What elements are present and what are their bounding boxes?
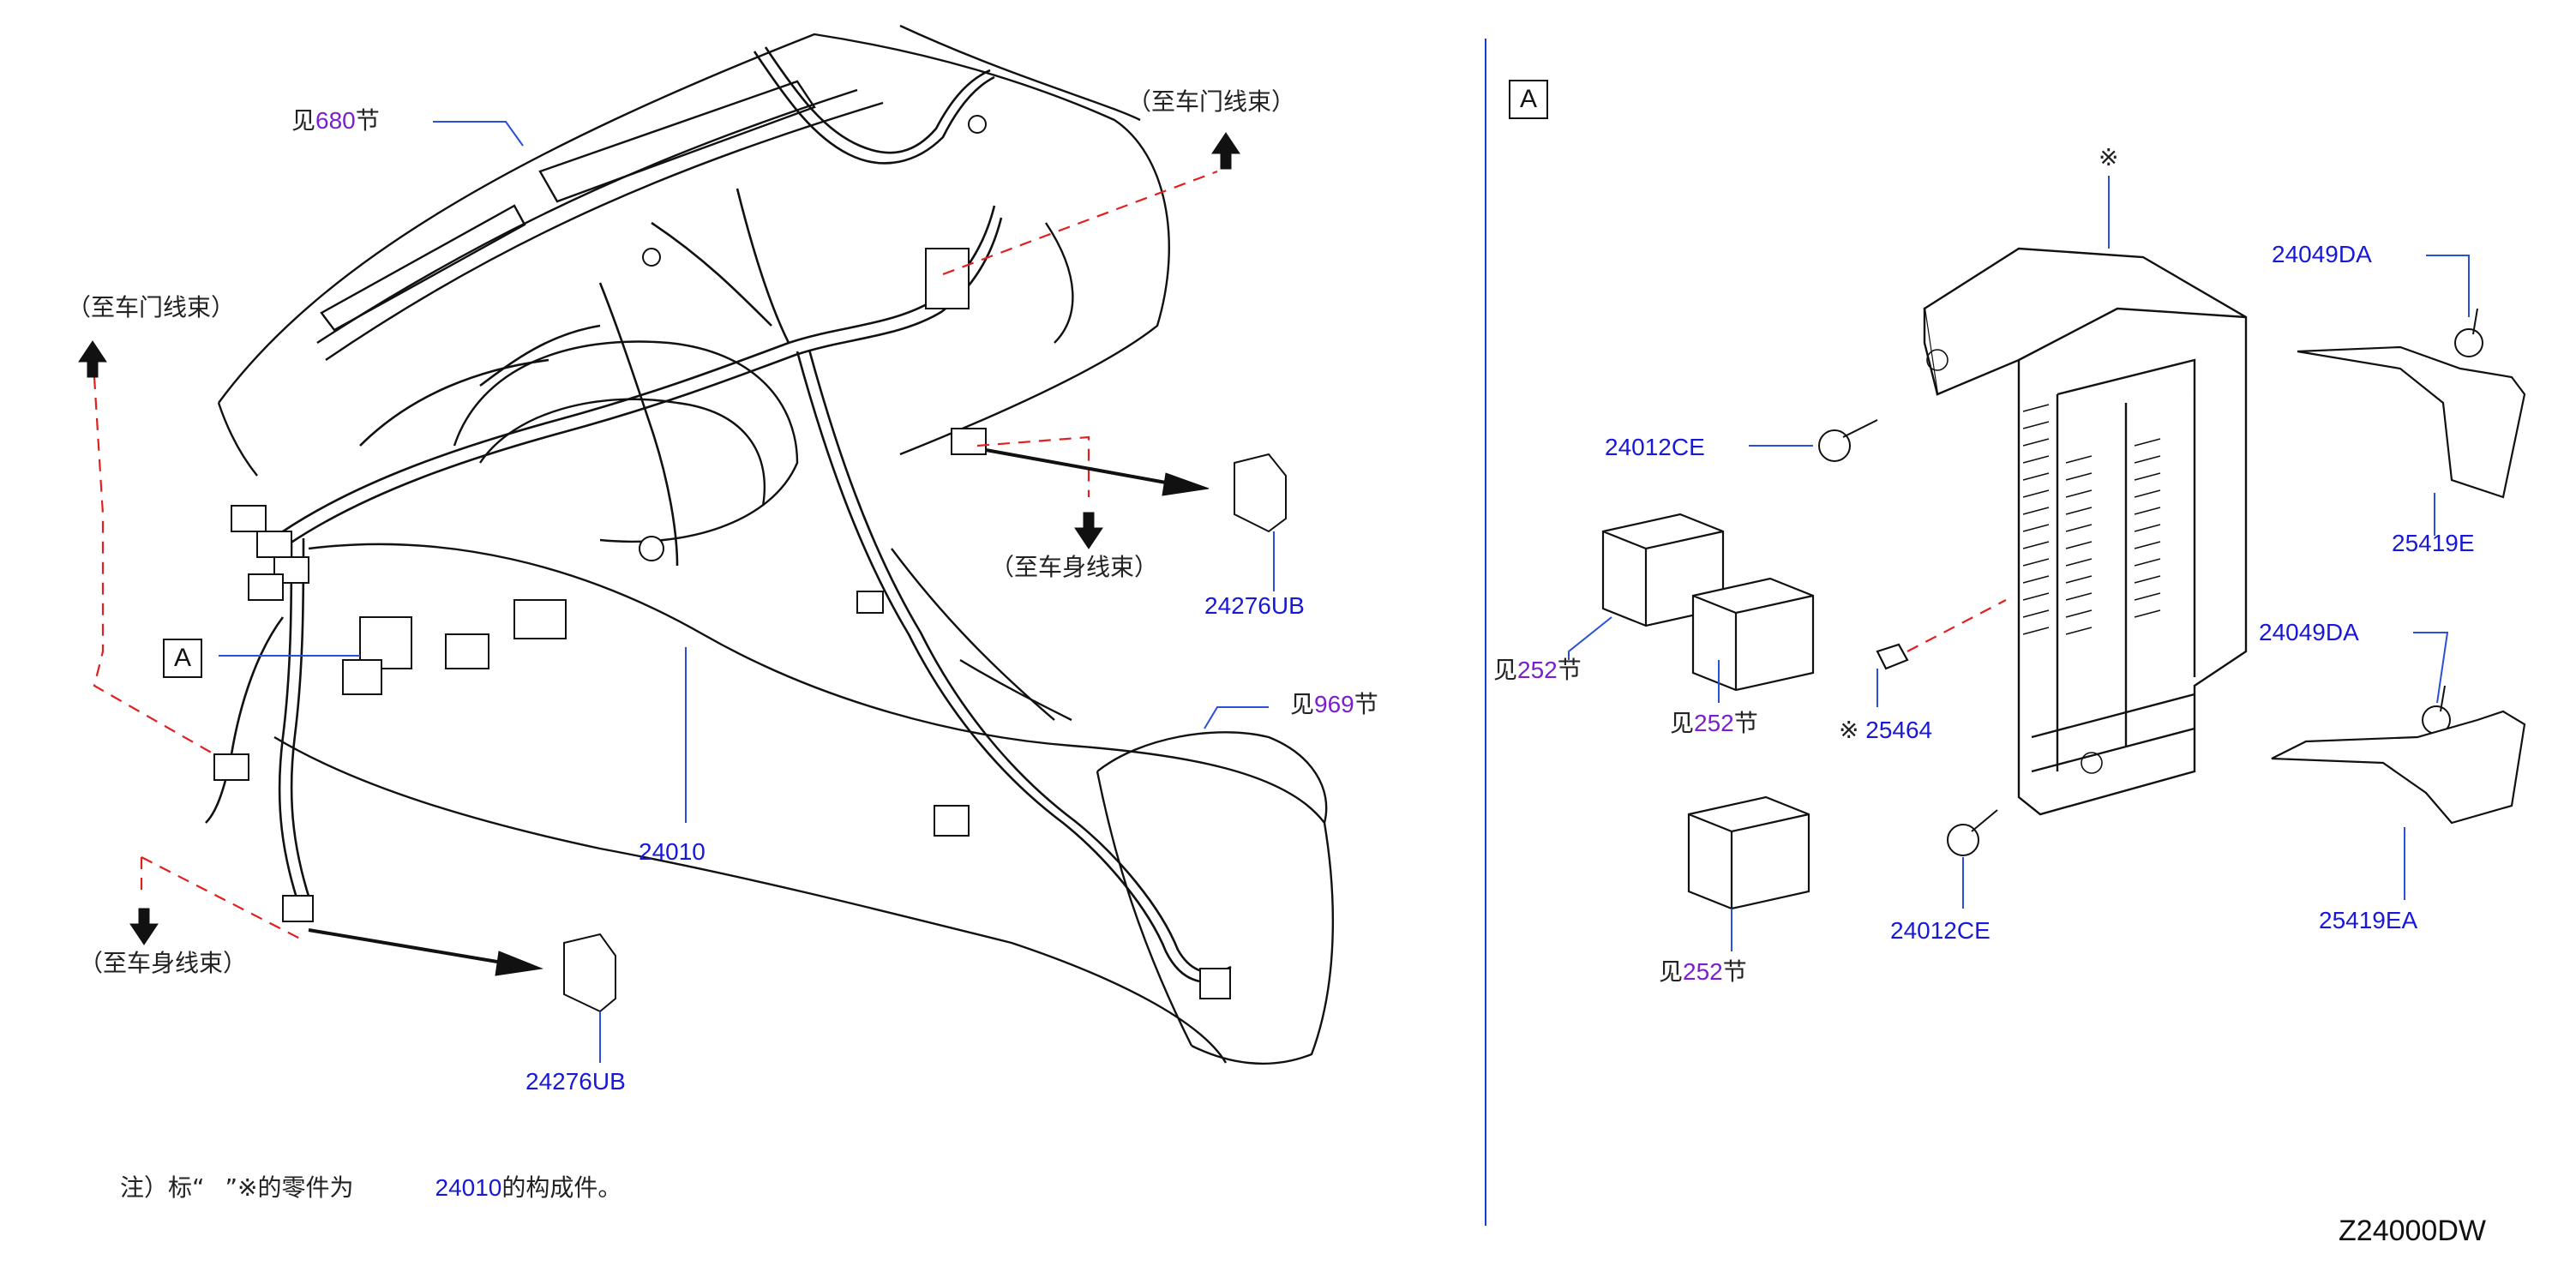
- section-ref-680[interactable]: 680: [315, 107, 356, 134]
- fuse-block: [1923, 247, 2248, 816]
- part-24049DA-top[interactable]: 24049DA: [2272, 241, 2372, 267]
- section-ref-252-b[interactable]: 252: [1694, 710, 1734, 736]
- instrument-panel-outline: [217, 24, 1335, 1065]
- view-a-marker-left[interactable]: A: [163, 639, 202, 678]
- view-a-title: A: [1509, 80, 1548, 119]
- to-body-harness-right: （至车身线束）: [990, 553, 1159, 581]
- see-section-252-a: 见252节: [1493, 656, 1582, 684]
- asterisk-mark: ※: [2099, 143, 2119, 171]
- grommet-right-shape: [1234, 453, 1287, 533]
- see-section-969: 见969节: [1290, 690, 1378, 718]
- see-section-252-c: 见252节: [1659, 957, 1747, 986]
- part-24012CE-top[interactable]: 24012CE: [1605, 434, 1705, 460]
- drawing-code: Z24000DW: [2339, 1215, 2486, 1247]
- brackets: [2271, 345, 2526, 825]
- see-section-252-b: 见252节: [1670, 709, 1758, 737]
- part-24276UB-right[interactable]: 24276UB: [1204, 592, 1305, 619]
- part-25419E[interactable]: 25419E: [2392, 530, 2475, 556]
- to-door-harness-right: （至车门线束）: [1127, 87, 1296, 116]
- relay-units: [1601, 513, 1909, 910]
- main-harness: [205, 46, 1232, 983]
- to-door-harness-left: （至车门线束）: [67, 293, 236, 321]
- section-ref-969[interactable]: 969: [1314, 691, 1354, 717]
- fuse-slots: [1926, 349, 2161, 774]
- part-25464[interactable]: 25464: [1865, 717, 1933, 743]
- red-dashed-line-right: [1906, 599, 2007, 652]
- part-25464-label: ※ 25464: [1839, 716, 1933, 744]
- note-part-24010[interactable]: 24010: [435, 1174, 502, 1201]
- direction-arrows-left: [78, 132, 1240, 976]
- relay-connectors-left: [213, 115, 1231, 999]
- screws: [1818, 308, 2483, 856]
- part-24049DA-bottom[interactable]: 24049DA: [2259, 619, 2359, 645]
- section-ref-252-c[interactable]: 252: [1683, 958, 1723, 985]
- see-section-680: 见680节: [291, 106, 380, 135]
- part-24010[interactable]: 24010: [639, 838, 706, 865]
- grommet-left-shape: [563, 933, 616, 1013]
- part-24012CE-bottom[interactable]: 24012CE: [1890, 917, 1991, 944]
- red-dashed-lines-left: [93, 170, 1218, 939]
- leader-lines-right: [1568, 176, 2470, 951]
- section-ref-252-a[interactable]: 252: [1517, 657, 1558, 683]
- leader-lines-left: [219, 121, 1275, 1063]
- to-body-harness-left: （至车身线束）: [79, 949, 248, 977]
- part-24276UB-left[interactable]: 24276UB: [525, 1068, 626, 1095]
- part-25419EA[interactable]: 25419EA: [2319, 907, 2418, 933]
